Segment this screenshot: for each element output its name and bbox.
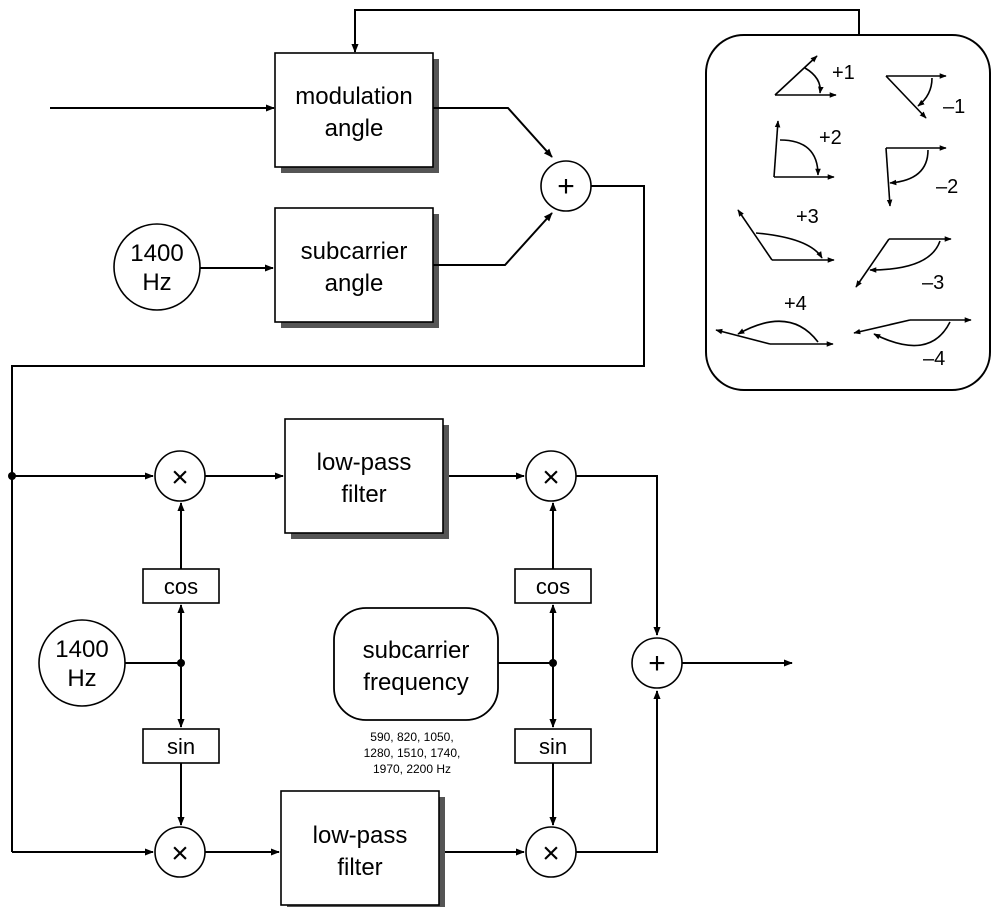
subcarrier-angle-block: subcarrier angle <box>274 207 439 328</box>
svg-text:+1: +1 <box>832 62 855 84</box>
modulation-angle-label-1: modulation <box>295 83 412 110</box>
svg-text:–3: –3 <box>922 272 944 294</box>
cos-block-right: cos <box>514 568 592 604</box>
summing-junction-output: + <box>631 637 683 689</box>
legend-plus2: +2 <box>773 120 842 180</box>
multiplier-bottom-left: × <box>154 826 206 878</box>
svg-text:+3: +3 <box>796 206 819 228</box>
svg-text:sin: sin <box>167 734 195 759</box>
osc-bottom-freq: 1400 <box>55 636 108 663</box>
osc-bottom-unit: Hz <box>67 665 96 692</box>
modulation-angle-label-2: angle <box>325 115 384 142</box>
svg-text:590, 820, 1050,: 590, 820, 1050, <box>370 730 453 744</box>
phase-step-legend: +1 –1 +2 –2 +3 <box>705 34 991 391</box>
svg-text:1970, 2200 Hz: 1970, 2200 Hz <box>373 762 451 776</box>
subcarrier-angle-label-1: subcarrier <box>301 238 408 265</box>
svg-text:cos: cos <box>536 574 570 599</box>
phase-signal-line <box>11 185 645 852</box>
lpf-top-label-2: filter <box>341 481 386 508</box>
svg-text:+4: +4 <box>784 293 807 315</box>
svg-text:+2: +2 <box>819 127 842 149</box>
svg-text:×: × <box>542 461 560 494</box>
legend-minus1: –1 <box>885 73 965 119</box>
svg-text:×: × <box>171 461 189 494</box>
lowpass-filter-top: low-pass filter <box>284 418 449 539</box>
lpf-top-label-1: low-pass <box>317 449 412 476</box>
svg-text:sin: sin <box>539 734 567 759</box>
multiplier-bottom-right: × <box>525 826 577 878</box>
svg-text:×: × <box>171 837 189 870</box>
subcarrier-frequency-label-2: frequency <box>363 669 468 696</box>
summing-junction-top: + <box>540 160 592 212</box>
multiplier-top-right: × <box>525 450 577 502</box>
legend-minus2: –2 <box>885 145 958 207</box>
feedback-line <box>351 9 860 53</box>
svg-text:1280, 1510, 1740,: 1280, 1510, 1740, <box>364 746 461 760</box>
svg-text:–4: –4 <box>923 348 945 370</box>
svg-text:+: + <box>557 170 575 203</box>
lowpass-filter-bottom: low-pass filter <box>280 790 445 907</box>
sin-block-right: sin <box>514 728 592 764</box>
legend-plus1: +1 <box>774 55 855 98</box>
legend-plus4: +4 <box>715 293 834 347</box>
legend-plus3: +3 <box>737 206 835 263</box>
legend-minus4: –4 <box>853 317 972 370</box>
oscillator-top: 1400 Hz <box>113 223 201 311</box>
modulation-angle-block: modulation angle <box>274 52 439 173</box>
legend-minus3: –3 <box>855 236 952 294</box>
svg-text:×: × <box>542 837 560 870</box>
osc-top-freq: 1400 <box>130 240 183 267</box>
frequency-list: 590, 820, 1050, 1280, 1510, 1740, 1970, … <box>364 730 461 776</box>
subcarrier-frequency-label-1: subcarrier <box>363 637 470 664</box>
cos-block-left: cos <box>142 568 220 604</box>
sin-block-left: sin <box>142 728 220 764</box>
subcarrier-frequency-block: subcarrier frequency <box>333 607 499 721</box>
lpf-bottom-label-2: filter <box>337 854 382 881</box>
osc-top-unit: Hz <box>142 269 171 296</box>
svg-text:–2: –2 <box>936 176 958 198</box>
svg-text:+: + <box>648 647 666 680</box>
oscillator-bottom: 1400 Hz <box>38 619 126 707</box>
svg-text:cos: cos <box>164 574 198 599</box>
subcarrier-angle-label-2: angle <box>325 270 384 297</box>
svg-text:–1: –1 <box>943 96 965 118</box>
multiplier-top-left: × <box>154 450 206 502</box>
lpf-bottom-label-1: low-pass <box>313 822 408 849</box>
